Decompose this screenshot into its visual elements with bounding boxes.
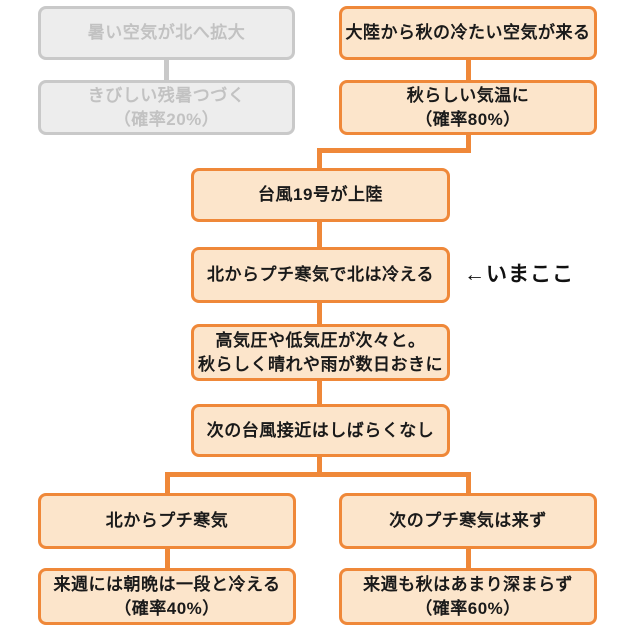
node-next-petit-cold-not-coming: 次のプチ寒気は来ず	[339, 493, 597, 549]
node-label: きびしい残暑つづく	[87, 85, 246, 105]
now-here-marker: ←いまここ	[464, 263, 574, 286]
connector-cold-air-to-autumn-temp	[466, 58, 471, 82]
connector-hot-air-to-zansho	[164, 58, 169, 82]
connector-pressure-to-no-typhoon	[317, 379, 322, 406]
node-petit-cold-from-north: 北からプチ寒気	[38, 493, 296, 549]
node-label-line2: 秋らしく晴れや雨が数日おきに	[198, 354, 443, 374]
node-label: 来週には朝晩は一段と冷える	[53, 574, 281, 594]
node-label: 暑い空気が北へ拡大	[87, 23, 246, 42]
node-autumn-not-deepening: 来週も秋はあまり深まらず （確率60%）	[339, 568, 597, 625]
node-severe-late-summer-heat: きびしい残暑つづく （確率20%）	[38, 80, 295, 135]
node-label: 次の台風接近はしばらくなし	[206, 420, 435, 440]
connector-split-right-down	[466, 472, 471, 494]
node-label: 次のプチ寒気は来ず	[389, 511, 547, 530]
node-probability: （確率80%）	[415, 109, 521, 129]
node-label: 北からプチ寒気	[105, 511, 229, 530]
node-probability: （確率40%）	[114, 598, 220, 618]
connector-elbow-down	[466, 133, 471, 153]
node-label: 台風19号が上陸	[258, 185, 383, 204]
connector-down-to-split	[317, 455, 322, 474]
node-label: 大陸から秋の冷たい空気が来る	[345, 23, 591, 42]
node-petit-cold-north-chills: 北からプチ寒気で北は冷える	[191, 247, 450, 303]
connector-left-branch	[165, 548, 170, 569]
connector-split-horizontal	[165, 472, 471, 477]
node-pressure-systems-alternate: 高気圧や低気圧が次々と。 秋らしく晴れや雨が数日おきに	[191, 324, 450, 381]
connector-typhoon-to-petit-cold	[317, 220, 322, 249]
connector-right-branch	[466, 548, 471, 569]
node-label: 高気圧や低気圧が次々と。	[215, 330, 426, 350]
node-label: 北からプチ寒気で北は冷える	[207, 265, 434, 284]
node-next-week-colder-mornings: 来週には朝晩は一段と冷える （確率40%）	[38, 568, 296, 625]
node-probability: （確率20%）	[113, 109, 220, 129]
connector-elbow-into-typhoon	[317, 148, 322, 170]
connector-split-left-down	[165, 472, 170, 494]
node-typhoon-19-landfall: 台風19号が上陸	[191, 168, 450, 222]
node-no-typhoon-for-a-while: 次の台風接近はしばらくなし	[191, 404, 450, 457]
connector-petit-cold-to-pressure	[317, 301, 322, 326]
node-hot-air-expands: 暑い空気が北へ拡大	[38, 6, 295, 60]
connector-elbow-horizontal	[317, 148, 471, 153]
node-probability: （確率60%）	[415, 598, 521, 618]
node-label: 秋らしい気温に	[406, 85, 530, 105]
node-cold-air-from-continent: 大陸から秋の冷たい空気が来る	[339, 6, 597, 60]
node-autumn-like-temperature: 秋らしい気温に （確率80%）	[339, 80, 597, 135]
node-label: 来週も秋はあまり深まらず	[363, 574, 573, 594]
